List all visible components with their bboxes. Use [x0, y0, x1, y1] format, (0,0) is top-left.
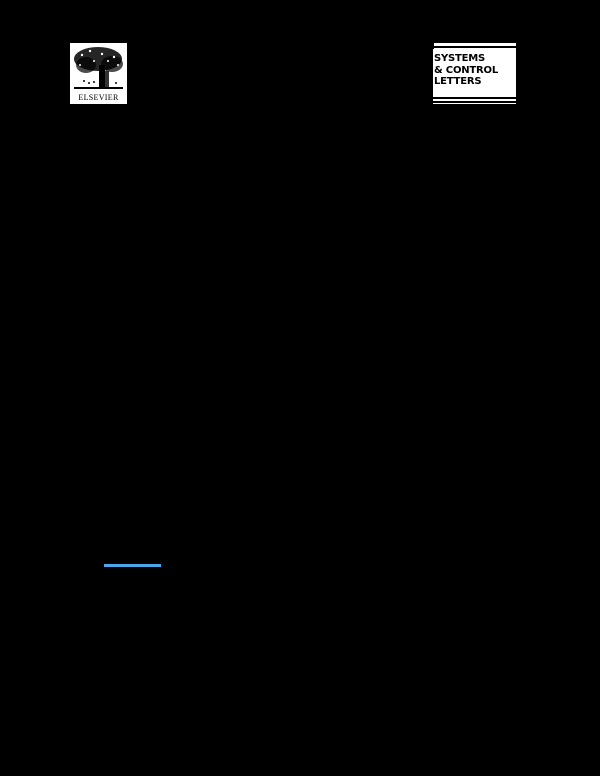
journal-logo: SYSTEMS & CONTROL LETTERS [433, 43, 516, 104]
journal-logo-rule [433, 97, 516, 99]
journal-title-line-1: SYSTEMS [434, 53, 486, 64]
journal-logo-rule [433, 46, 516, 48]
elsevier-logo: ELSEVIER [70, 43, 127, 104]
journal-title-line-2: & CONTROL [434, 64, 499, 76]
elsevier-tree-icon [74, 47, 123, 89]
journal-title: SYSTEMS & CONTROL LETTERS [434, 53, 498, 88]
hyperlink[interactable] [104, 562, 161, 567]
journal-logo-rule [433, 101, 516, 103]
journal-title-line-3: LETTERS [434, 76, 482, 87]
elsevier-wordmark: ELSEVIER [78, 93, 119, 102]
link-underline [104, 564, 161, 567]
